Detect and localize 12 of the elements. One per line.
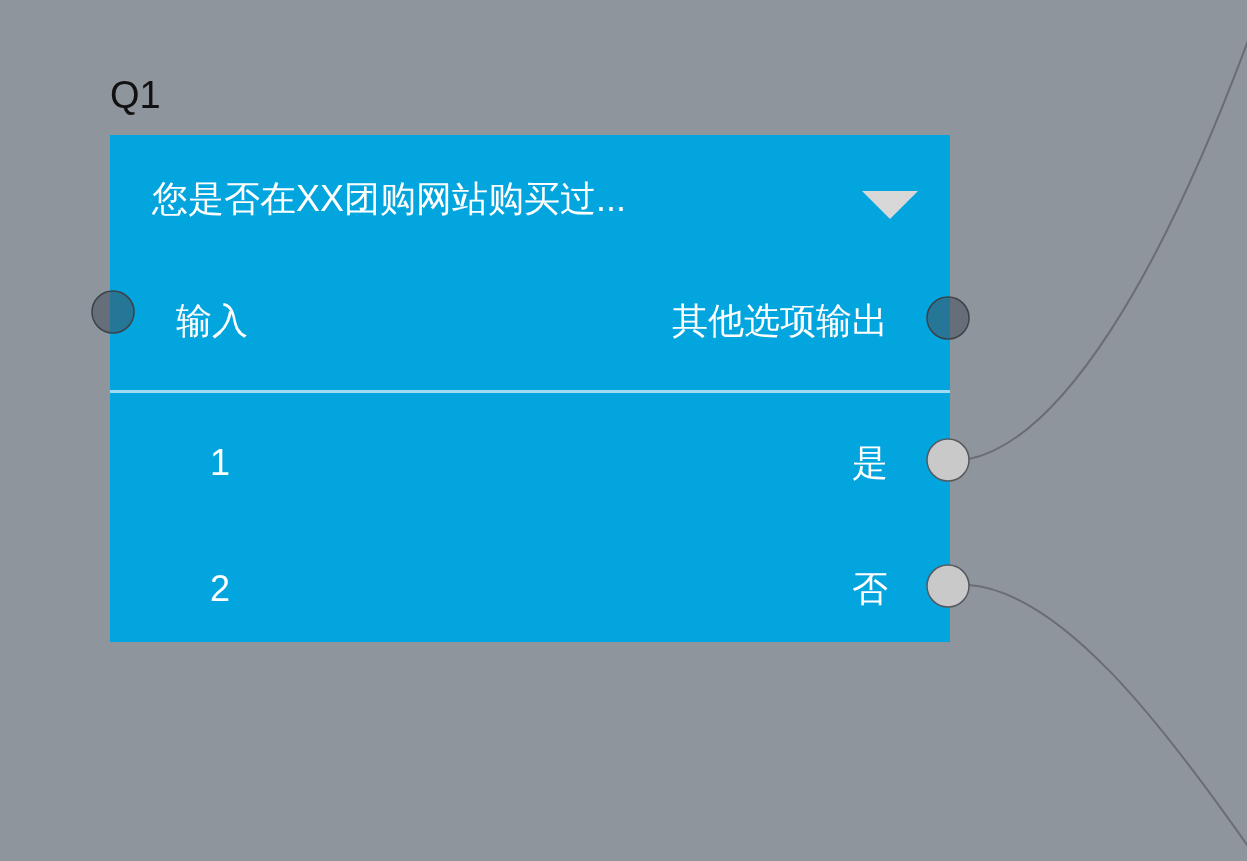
option-label: 是 — [852, 445, 888, 481]
question-number: Q1 — [110, 76, 161, 114]
input-port-label: 输入 — [176, 303, 248, 339]
port-circle — [926, 438, 970, 482]
output-port-label: 其他选项输出 — [672, 303, 888, 339]
port-circle — [926, 296, 970, 340]
option-code: 2 — [210, 571, 231, 607]
option-code: 1 — [210, 445, 231, 481]
port-circle — [91, 290, 135, 334]
option-label: 否 — [852, 571, 888, 607]
port-circle — [926, 564, 970, 608]
question-text: 您是否在XX团购网站购买过... — [152, 181, 627, 217]
